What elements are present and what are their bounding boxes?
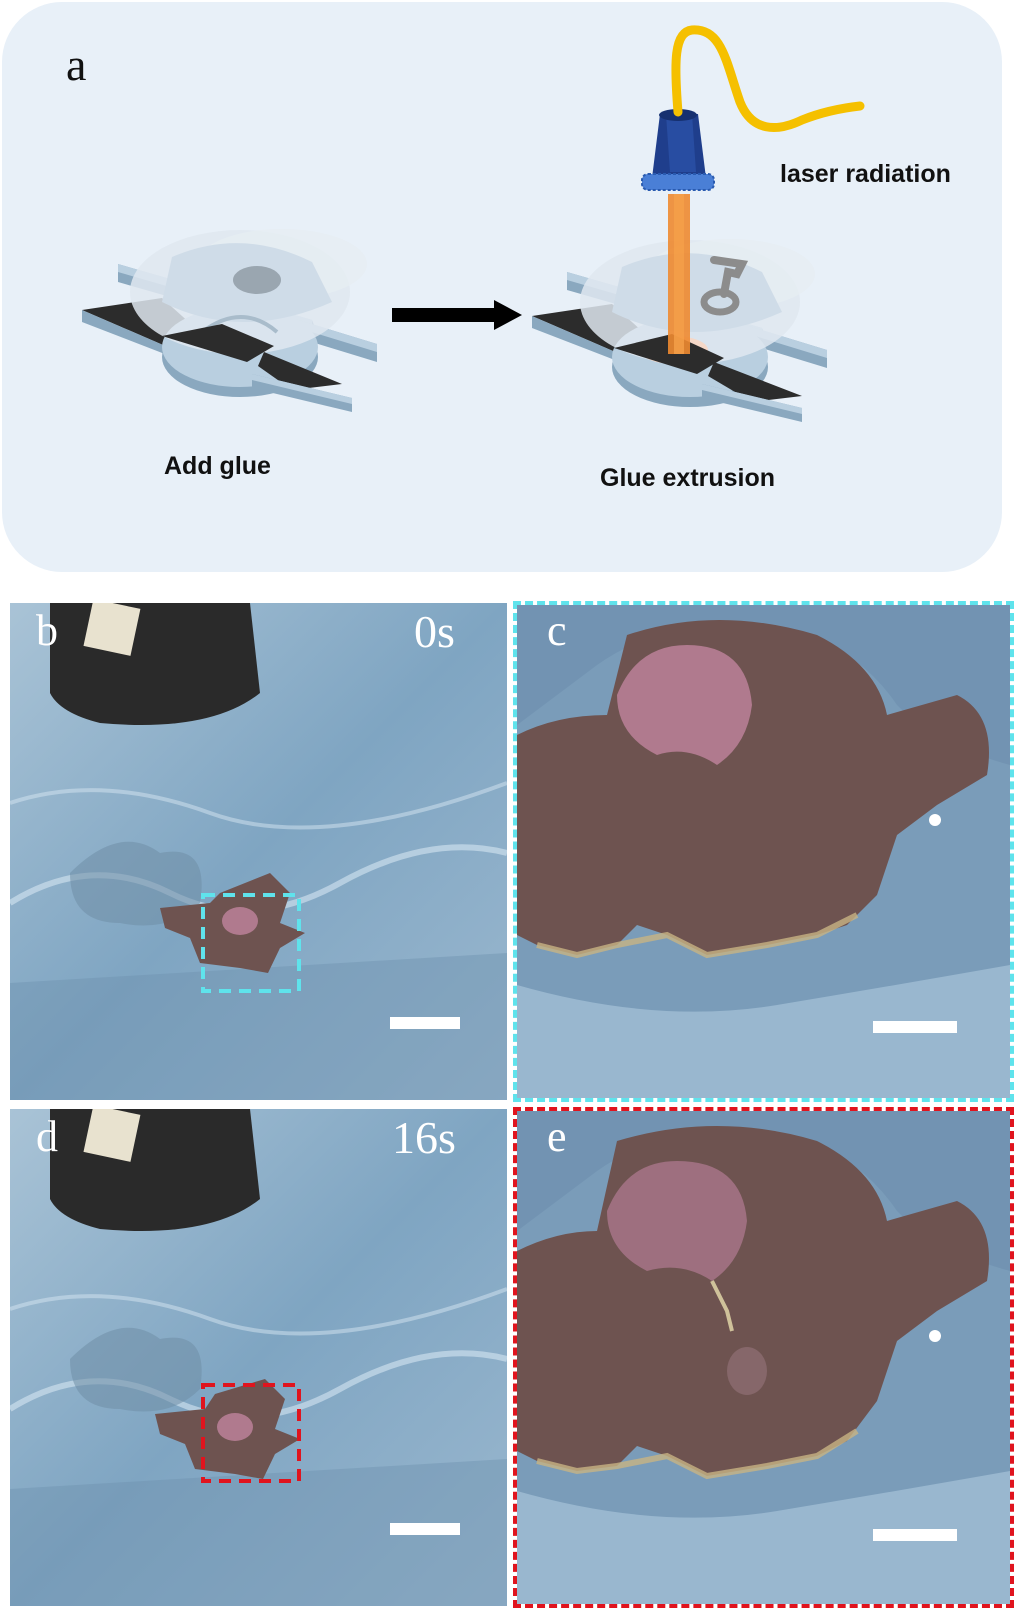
photo-0s: [10, 603, 507, 1100]
panel-letter-d: d: [36, 1112, 58, 1161]
panel-letter-c: c: [547, 606, 567, 655]
laser-beam-illustration: [668, 194, 690, 354]
laser-radiation-label: laser radiation: [780, 160, 951, 188]
schematic-illustration: [82, 25, 865, 422]
photo-panel-c-zoom: c: [513, 601, 1014, 1102]
right-arrow-icon: [392, 300, 522, 330]
time-label-16s: 16s: [392, 1112, 456, 1163]
scale-bar: [873, 1021, 957, 1033]
photo-panel-b: b 0s: [10, 603, 507, 1100]
schematic-panel-a: a Add glue Glue extrusion laser radiatio…: [2, 2, 1002, 572]
panel-letter-b: b: [36, 606, 58, 655]
scale-bar: [390, 1523, 460, 1535]
optical-fiber-icon: [671, 25, 865, 132]
zoom-photo-0s: [517, 605, 1010, 1098]
glue-extrusion-label: Glue extrusion: [600, 464, 776, 492]
panel-letter-e: e: [547, 1112, 567, 1161]
zoom-photo-16s: [517, 1111, 1010, 1604]
laser-head-icon: [641, 109, 715, 191]
photo-16s: [10, 1109, 507, 1606]
add-glue-label: Add glue: [164, 452, 271, 480]
robot-add-glue-illustration: [82, 229, 377, 412]
time-label-0s: 0s: [414, 606, 455, 657]
scale-bar: [873, 1529, 957, 1541]
scale-bar: [390, 1017, 460, 1029]
photo-panel-e-zoom: e: [513, 1107, 1014, 1608]
photo-panel-d: d 16s: [10, 1109, 507, 1606]
panel-letter-a: a: [66, 39, 87, 90]
